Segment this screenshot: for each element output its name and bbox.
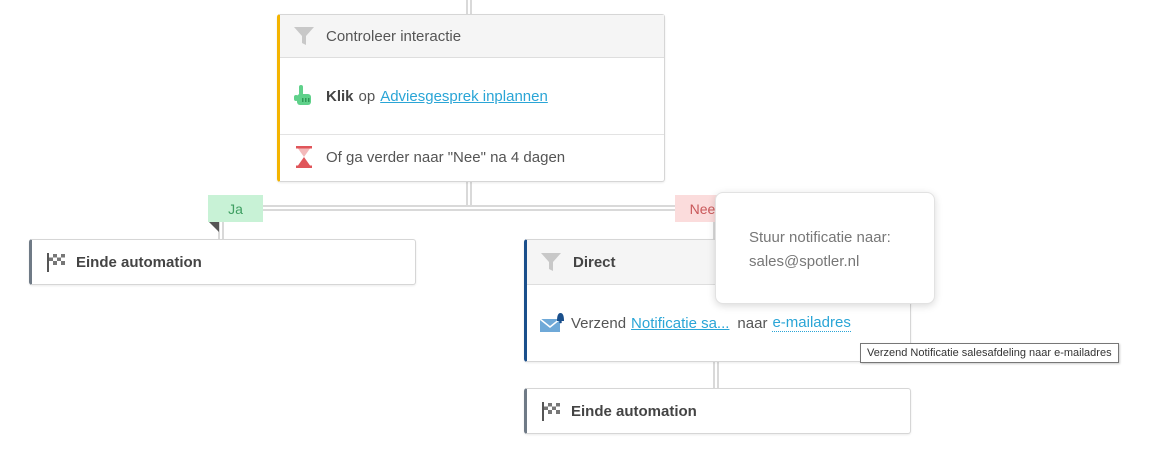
- popover-line-2: sales@spotler.nl: [749, 253, 860, 270]
- connector-top: [466, 0, 472, 14]
- hourglass-icon: [292, 145, 316, 169]
- click-condition-row[interactable]: Klik op Adviesgesprek inplannen: [280, 58, 664, 135]
- checkered-flag-icon: [539, 399, 563, 423]
- condition-header[interactable]: Controleer interactie: [280, 15, 664, 58]
- email-target-link[interactable]: e-mailadres: [772, 314, 851, 332]
- wait-text: Of ga verder naar "Nee" na 4 dagen: [326, 148, 566, 166]
- pointer-hand-icon: [292, 84, 316, 108]
- end-automation-label: Einde automation: [76, 253, 202, 271]
- branch-ja-pointer: [209, 222, 219, 232]
- condition-title: Controleer interactie: [326, 27, 462, 45]
- checkered-flag-icon: [44, 250, 68, 274]
- wait-condition-row[interactable]: Of ga verder naar "Nee" na 4 dagen: [280, 135, 664, 179]
- popover-line-1: Stuur notificatie naar:: [749, 229, 891, 246]
- connector-left-drop: [218, 209, 224, 239]
- send-prefix: Verzend: [571, 314, 627, 332]
- end-automation-label: Einde automation: [571, 402, 697, 420]
- filter-icon: [539, 250, 563, 274]
- send-notification-row[interactable]: Verzend Notificatie sa... naar e-mailadr…: [527, 285, 910, 361]
- click-preposition: op: [358, 87, 376, 105]
- connector-right-mid: [713, 361, 719, 389]
- send-mid: naar: [737, 314, 768, 332]
- filter-icon: [292, 24, 316, 48]
- connector-center: [466, 181, 472, 207]
- connector-horizontal: [218, 205, 718, 211]
- click-link-adviesgesprek[interactable]: Adviesgesprek inplannen: [380, 87, 548, 105]
- end-automation-right[interactable]: Einde automation: [524, 388, 911, 434]
- direct-title: Direct: [573, 253, 616, 271]
- end-automation-left[interactable]: Einde automation: [29, 239, 416, 285]
- click-label: Klik: [326, 87, 354, 105]
- condition-block[interactable]: Controleer interactie Klik op Adviesgesp…: [277, 14, 665, 182]
- notification-link[interactable]: Notificatie sa...: [631, 314, 730, 332]
- branch-label-ja: Ja: [208, 195, 263, 222]
- mail-notification-icon: [539, 311, 565, 335]
- notification-popover: Stuur notificatie naar: sales@spotler.nl: [715, 192, 935, 304]
- send-tooltip: Verzend Notificatie salesafdeling naar e…: [860, 343, 1119, 363]
